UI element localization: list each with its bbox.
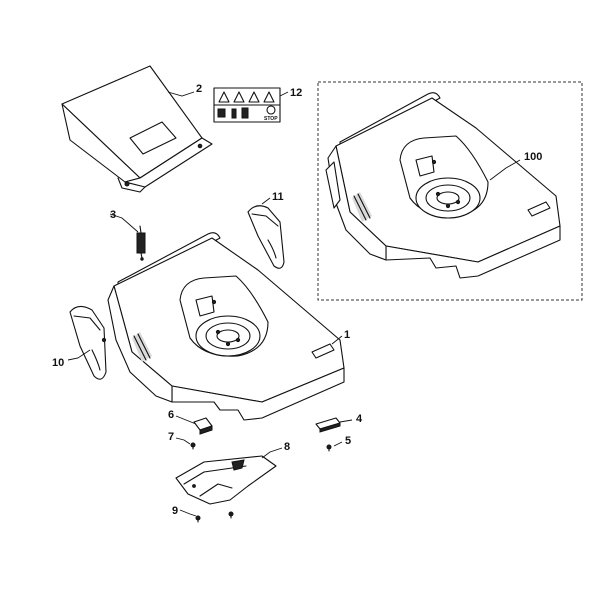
decal-stop-text: STOP <box>264 116 278 122</box>
callout-7: 7 <box>168 431 174 443</box>
callout-2: 2 <box>196 83 202 95</box>
callout-labels: 1 2 3 4 5 6 7 8 9 10 11 12 100 <box>52 83 542 517</box>
part-clip-6 <box>193 417 213 435</box>
part-decal-12: STOP <box>213 87 281 123</box>
part-cover-2 <box>61 65 213 193</box>
part-plate-4 <box>315 417 341 433</box>
callout-6: 6 <box>168 409 174 421</box>
callout-4: 4 <box>356 413 363 425</box>
callout-1: 1 <box>344 329 350 341</box>
callout-3: 3 <box>110 209 116 221</box>
callout-9: 9 <box>172 505 178 517</box>
callout-12: 12 <box>290 87 302 99</box>
part-side-cover-10 <box>69 305 107 380</box>
part-deflector-8 <box>175 455 277 505</box>
part-side-cover-11 <box>247 205 285 269</box>
callout-5: 5 <box>345 435 351 447</box>
assembly-100 <box>317 81 583 301</box>
part-screw-7 <box>190 442 196 450</box>
callout-10: 10 <box>52 357 64 369</box>
leader-lines <box>67 91 521 517</box>
assembly-frame <box>317 81 583 301</box>
part-deck-1 <box>107 232 345 421</box>
callout-11: 11 <box>272 191 284 203</box>
part-screw-9 <box>195 511 234 523</box>
part-screw-5 <box>326 444 332 452</box>
callout-8: 8 <box>284 441 290 453</box>
part-spring-3 <box>136 225 146 261</box>
callout-100: 100 <box>524 151 542 163</box>
